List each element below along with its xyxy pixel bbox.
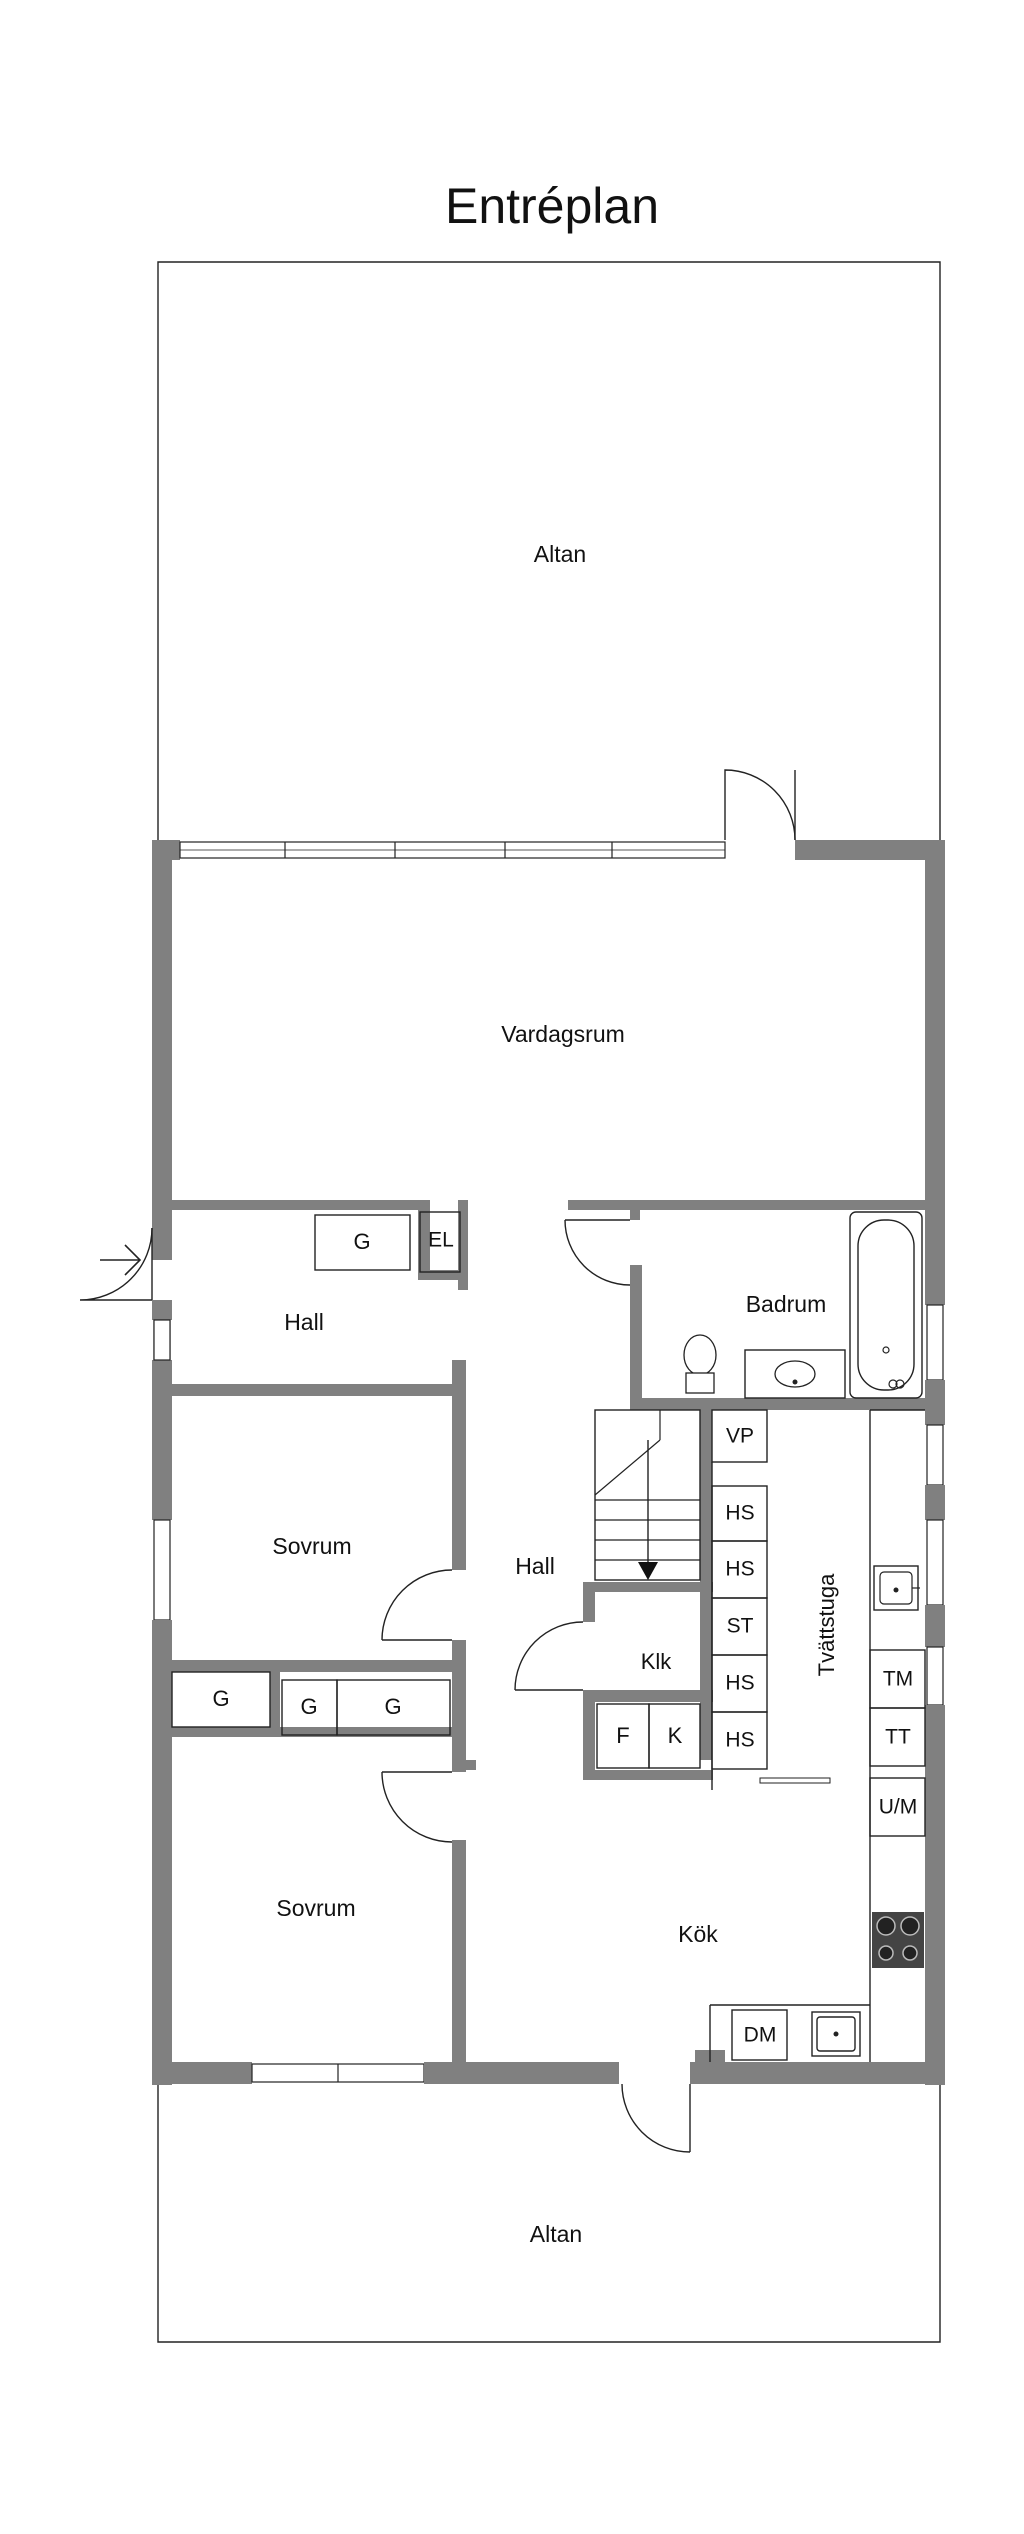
door-sovrum-upper[interactable]: [381, 1569, 453, 1641]
svg-text:G: G: [384, 1694, 401, 1719]
closet-g-right: G: [336, 1679, 451, 1736]
tt-label: TT: [885, 1726, 911, 1749]
room-label-hall-center: Hall: [515, 1553, 555, 1579]
room-label-sovrum-lower: Sovrum: [276, 1895, 355, 1921]
room-label-kok: Kök: [678, 1921, 718, 1947]
altan-top: [157, 261, 941, 841]
plan-title: Entréplan: [445, 178, 659, 234]
hs2-label: HS: [725, 1558, 754, 1581]
closet-g-mid: G: [281, 1679, 338, 1736]
door-sovrum-lower[interactable]: [381, 1771, 453, 1843]
kitchen-bottom-counter: [709, 2004, 870, 2062]
room-label-vardagsrum: Vardagsrum: [501, 1021, 625, 1047]
entrance-door[interactable]: [79, 1227, 153, 1301]
room-label-altan-top: Altan: [534, 541, 586, 567]
stair-down-arrow-icon: [638, 1562, 658, 1580]
door-badrum[interactable]: [564, 1219, 631, 1286]
hs3-label: HS: [725, 1672, 754, 1695]
room-label-badrum: Badrum: [746, 1291, 827, 1317]
svg-text:G: G: [353, 1229, 370, 1254]
laundry-sliding-door[interactable]: [759, 1777, 831, 1784]
svg-text:G: G: [300, 1694, 317, 1719]
exterior-walls: [152, 840, 945, 2085]
staircase: [594, 1409, 701, 1581]
svg-text:K: K: [668, 1723, 683, 1748]
um-label: U/M: [879, 1796, 918, 1819]
laundry-sink-icon: [873, 1565, 920, 1611]
bathtub: [849, 1211, 923, 1399]
right-counter: [869, 1409, 926, 2062]
hs4-label: HS: [725, 1729, 754, 1752]
room-label-tvattstuga: Tvättstuga: [814, 1573, 839, 1676]
arrow-right-icon: [100, 1244, 142, 1276]
st-label: ST: [727, 1615, 754, 1638]
bathroom-sink: [744, 1349, 846, 1399]
room-label-sovrum-upper: Sovrum: [272, 1533, 351, 1559]
bath-faucet-icon: [888, 1379, 905, 1389]
svg-text:G: G: [212, 1686, 229, 1711]
altan-bottom: [157, 2082, 941, 2343]
room-label-hall-entry: Hall: [284, 1309, 324, 1335]
door-kok-altan[interactable]: [621, 2083, 691, 2153]
hall-closet-g: G: [314, 1214, 411, 1271]
door-klk[interactable]: [514, 1621, 584, 1691]
fridge-k: K: [648, 1703, 701, 1769]
hs1-label: HS: [725, 1502, 754, 1525]
el-cabinet: EL: [419, 1211, 461, 1273]
laundry-units: [711, 1409, 768, 1790]
tm-label: TM: [883, 1668, 913, 1691]
room-label-klk: Klk: [641, 1649, 673, 1674]
svg-text:F: F: [616, 1723, 629, 1748]
dm-label: DM: [744, 2024, 777, 2047]
interior-walls: [172, 1200, 925, 2070]
door-vardagsrum-altan[interactable]: [724, 769, 796, 841]
freezer-f: F: [596, 1703, 650, 1769]
stove-icon: [872, 1912, 924, 1968]
room-label-altan-bottom: Altan: [530, 2221, 582, 2247]
svg-text:EL: EL: [428, 1229, 454, 1252]
side-windows: [153, 1319, 171, 1361]
vp-label: VP: [726, 1425, 754, 1448]
closet-g-left: G: [171, 1671, 271, 1728]
toilet-icon: [683, 1334, 717, 1394]
